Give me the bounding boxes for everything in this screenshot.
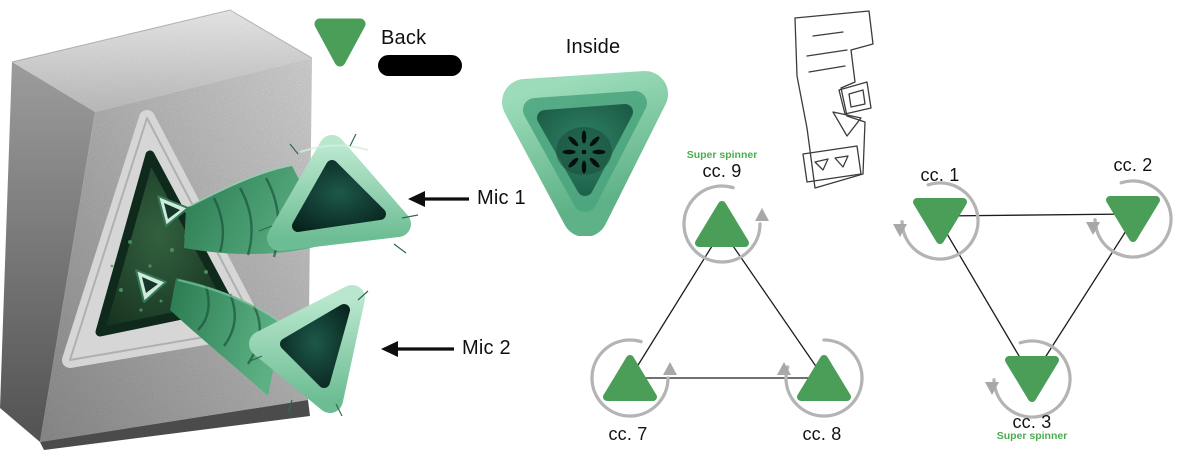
device-photo-art [0, 9, 419, 450]
spinner-cc7 [590, 338, 677, 418]
trumpet-mic1 [184, 133, 419, 258]
inside-cushion-art [502, 71, 668, 236]
spinner-diagram-right [893, 179, 1173, 419]
cc9-label: cc. 9 [702, 161, 742, 181]
spinner-cc9 [682, 184, 769, 264]
trumpet-mic2 [170, 278, 369, 417]
cc3-label: cc. 3 [1012, 412, 1052, 432]
spinner-cc3 [985, 339, 1072, 419]
inside-label: Inside [565, 36, 621, 58]
seed-whirl [562, 130, 606, 174]
mic1-label: Mic 1 [477, 187, 526, 209]
cc8-label: cc. 8 [802, 424, 842, 444]
arrow-left-icon [408, 190, 469, 207]
baby-triangle-sprouts [135, 195, 189, 303]
back-label: Back [381, 27, 427, 49]
cc3-super-spinner-label: Super spinner [996, 430, 1068, 442]
mic1-callout: Mic 1 [408, 187, 526, 210]
spinner-diagram-left [590, 184, 864, 418]
cc1-label: cc. 1 [920, 165, 960, 185]
back-pill-shape [378, 55, 462, 76]
back-triangle-icon [314, 18, 366, 67]
cc2-label: cc. 2 [1113, 155, 1153, 175]
device-sketch-art [794, 10, 874, 189]
cc7-label: cc. 7 [608, 424, 648, 444]
spinner-cc8 [777, 338, 864, 418]
mic2-callout: Mic 2 [381, 337, 511, 360]
cc9-super-spinner-label: Super spinner [686, 149, 758, 161]
spinner-cc2 [1086, 179, 1173, 259]
cilia-hairs [247, 290, 369, 417]
cilia-hairs [258, 133, 419, 254]
spinner-cc1 [893, 181, 980, 261]
arrow-left-icon [381, 340, 454, 357]
mic2-label: Mic 2 [462, 337, 511, 359]
